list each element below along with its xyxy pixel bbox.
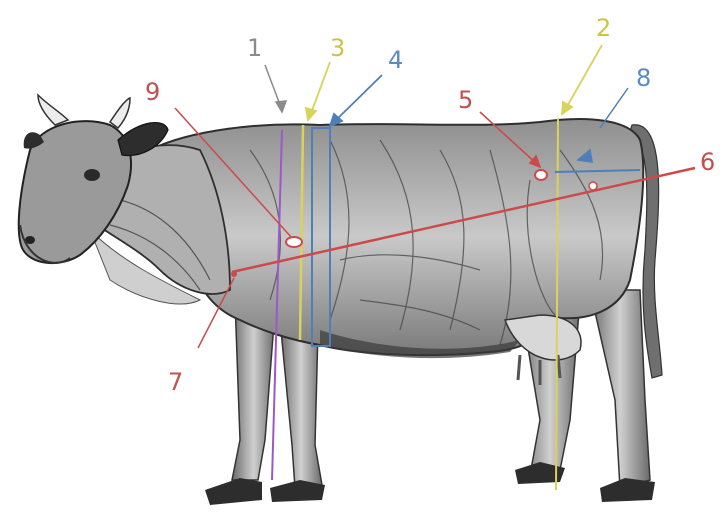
label-7: 7 <box>168 368 183 396</box>
label-8: 8 <box>636 64 651 92</box>
label-6: 6 <box>700 148 715 176</box>
marker-7 <box>231 271 237 277</box>
marker-5 <box>535 170 547 180</box>
udder <box>505 315 581 360</box>
label-1: 1 <box>247 34 262 62</box>
marker-6 <box>589 182 597 190</box>
cow-eye <box>84 169 100 181</box>
cow-illustration <box>19 95 662 505</box>
arrow-4 <box>330 75 382 126</box>
cow-horn <box>110 98 130 128</box>
label-9: 9 <box>145 78 160 106</box>
hind-right-leg <box>590 290 650 488</box>
label-3: 3 <box>330 34 345 62</box>
hoof <box>205 478 262 505</box>
marker-9 <box>286 237 302 247</box>
hoof <box>600 478 655 502</box>
cow-horn <box>38 95 68 125</box>
arrow-3 <box>306 62 330 120</box>
arrow-2 <box>562 45 602 114</box>
label-2: 2 <box>596 14 611 42</box>
label-4: 4 <box>388 46 403 74</box>
cow-nostril <box>25 236 35 244</box>
label-5: 5 <box>458 86 473 114</box>
arrow-1 <box>265 65 286 112</box>
